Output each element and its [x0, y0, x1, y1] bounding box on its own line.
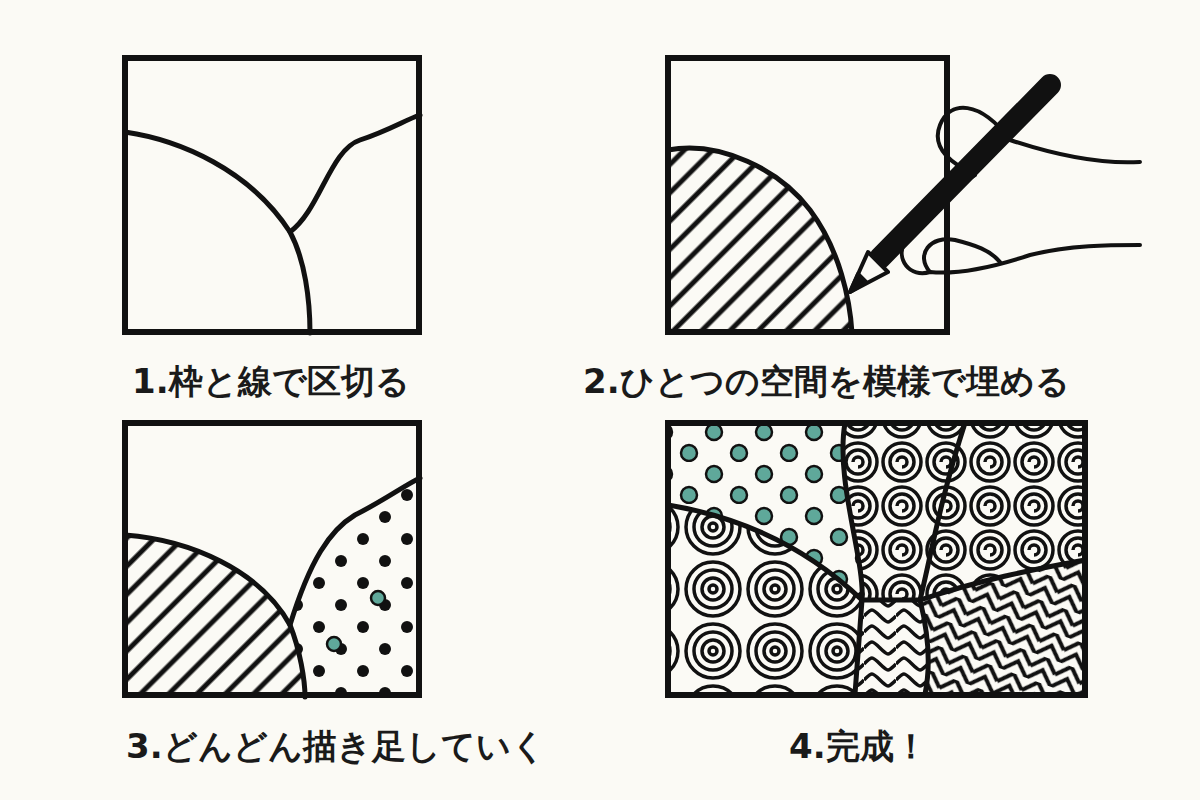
step-caption: 1.枠と線で区切る [132, 361, 410, 402]
step-caption: 4.完成！ [789, 726, 928, 767]
drawing-panel: 3.どんどん描き足していく [122, 420, 422, 698]
drawing-panel: 1.枠と線で区切る [122, 55, 422, 335]
drawing-panel: 4.完成！ [665, 420, 1088, 698]
step-caption: 2.ひとつの空間を模様で埋める [583, 361, 1070, 402]
drawing-panel: 2.ひとつの空間を模様で埋める [665, 55, 950, 335]
step-caption: 3.どんどん描き足していく [126, 726, 546, 767]
